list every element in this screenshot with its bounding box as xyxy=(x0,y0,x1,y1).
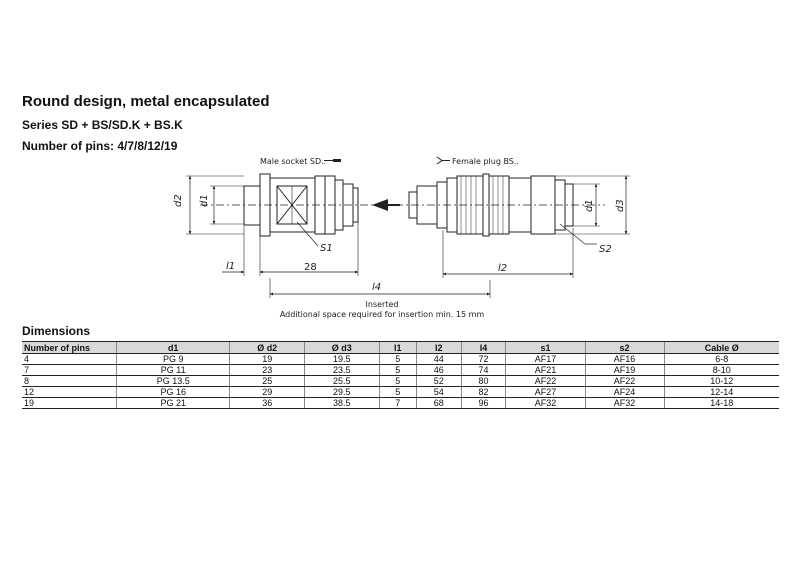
insertion-arrow-icon xyxy=(372,199,388,211)
table-cell: 80 xyxy=(460,375,506,387)
table-cell: 23 xyxy=(229,364,305,376)
table-cell: 19 xyxy=(229,353,305,365)
table-cell: 12-14 xyxy=(663,386,779,398)
d1-left-label: d1 xyxy=(199,194,210,207)
table-cell: 4 xyxy=(22,353,117,365)
table-cell: 29.5 xyxy=(304,386,380,398)
table-cell: 7 xyxy=(378,397,417,409)
table-cell: 7 xyxy=(22,364,117,376)
table-cell: 29 xyxy=(229,386,305,398)
table-cell: PG 9 xyxy=(115,353,230,365)
table-cell: 19.5 xyxy=(304,353,380,365)
table-cell: AF27 xyxy=(505,386,585,398)
d3-label: d3 xyxy=(615,199,626,212)
col-cable: Cable Ø xyxy=(663,341,779,354)
col-l4: l4 xyxy=(460,341,506,354)
table-cell: 5 xyxy=(378,364,417,376)
female-plug-label: Female plug BS.. xyxy=(452,157,519,166)
table-row: 8 PG 13.5 25 25.5 5 52 80 AF22 AF22 10-1… xyxy=(22,375,779,387)
table-cell: 68 xyxy=(415,397,462,409)
table-cell: AF16 xyxy=(584,353,665,365)
l2-label: l2 xyxy=(498,263,507,274)
dim-28-label: 28 xyxy=(304,262,317,273)
table-cell: AF32 xyxy=(505,397,585,409)
table-cell: PG 21 xyxy=(115,397,230,409)
table-cell: AF19 xyxy=(584,364,665,376)
table-cell: 54 xyxy=(415,386,462,398)
technical-drawing: Male socket SD.. Female plug BS.. xyxy=(173,156,630,319)
table-cell: 25.5 xyxy=(304,375,380,387)
col-d3: Ø d3 xyxy=(304,341,380,354)
table-cell: 25 xyxy=(229,375,305,387)
l1-label: l1 xyxy=(226,261,235,272)
d1-right-label: d1 xyxy=(584,199,595,212)
dimensions-heading: Dimensions xyxy=(22,324,91,338)
table-cell: 96 xyxy=(460,397,506,409)
table-cell: 74 xyxy=(460,364,506,376)
col-d1: d1 xyxy=(115,341,230,354)
series-subtitle: Series SD + BS/SD.K + BS.K xyxy=(22,118,183,132)
d2-label: d2 xyxy=(173,194,184,207)
table-cell: AF21 xyxy=(505,364,585,376)
col-l1: l1 xyxy=(378,341,417,354)
female-symbol-icon xyxy=(436,156,450,165)
table-cell: 46 xyxy=(415,364,462,376)
table-cell: PG 13.5 xyxy=(115,375,230,387)
table-cell: 5 xyxy=(378,386,417,398)
table-cell: 72 xyxy=(460,353,506,365)
table-cell: 8-10 xyxy=(663,364,779,376)
table-cell: AF24 xyxy=(584,386,665,398)
s1-label: S1 xyxy=(320,243,333,254)
table-cell: AF17 xyxy=(505,353,585,365)
male-symbol-icon xyxy=(333,159,341,162)
table-cell: 6-8 xyxy=(663,353,779,365)
table-cell: 5 xyxy=(378,353,417,365)
table-cell: 82 xyxy=(460,386,506,398)
table-cell: AF22 xyxy=(584,375,665,387)
table-cell: 10-12 xyxy=(663,375,779,387)
dimensions-table: Number of pins d1 Ø d2 Ø d3 l1 l2 l4 s1 … xyxy=(22,341,779,409)
pins-subtitle: Number of pins: 4/7/8/12/19 xyxy=(22,139,178,153)
table-header-row: Number of pins d1 Ø d2 Ø d3 l1 l2 l4 s1 … xyxy=(22,341,779,354)
table-cell: 36 xyxy=(229,397,305,409)
s2-label: S2 xyxy=(599,244,612,255)
table-cell: AF22 xyxy=(505,375,585,387)
table-cell: 44 xyxy=(415,353,462,365)
table-cell: 23.5 xyxy=(304,364,380,376)
table-row: 4 PG 9 19 19.5 5 44 72 AF17 AF16 6-8 xyxy=(22,353,779,365)
page-title: Round design, metal encapsulated xyxy=(22,93,270,110)
col-s2: s2 xyxy=(584,341,665,354)
insertion-note: Additional space required for insertion … xyxy=(280,310,485,319)
table-cell: 8 xyxy=(22,375,117,387)
l4-label: l4 xyxy=(372,282,381,293)
table-cell: 19 xyxy=(22,397,117,409)
col-s1: s1 xyxy=(505,341,585,354)
col-l2: l2 xyxy=(415,341,462,354)
male-socket-drawing xyxy=(243,173,359,237)
col-d2: Ø d2 xyxy=(229,341,305,354)
male-socket-label: Male socket SD.. xyxy=(260,157,326,166)
table-cell: PG 16 xyxy=(115,386,230,398)
table-cell: AF32 xyxy=(584,397,665,409)
col-pins: Number of pins xyxy=(22,341,117,354)
table-cell: 5 xyxy=(378,375,417,387)
inserted-label: Inserted xyxy=(366,300,399,309)
table-cell: 12 xyxy=(22,386,117,398)
table-cell: 52 xyxy=(415,375,462,387)
table-row: 12 PG 16 29 29.5 5 54 82 AF27 AF24 12-14 xyxy=(22,386,779,398)
table-cell: 14-18 xyxy=(663,397,779,409)
table-cell: 38.5 xyxy=(304,397,380,409)
table-row: 19 PG 21 36 38.5 7 68 96 AF32 AF32 14-18 xyxy=(22,397,779,409)
table-row: 7 PG 11 23 23.5 5 46 74 AF21 AF19 8-10 xyxy=(22,364,779,376)
table-cell: PG 11 xyxy=(115,364,230,376)
